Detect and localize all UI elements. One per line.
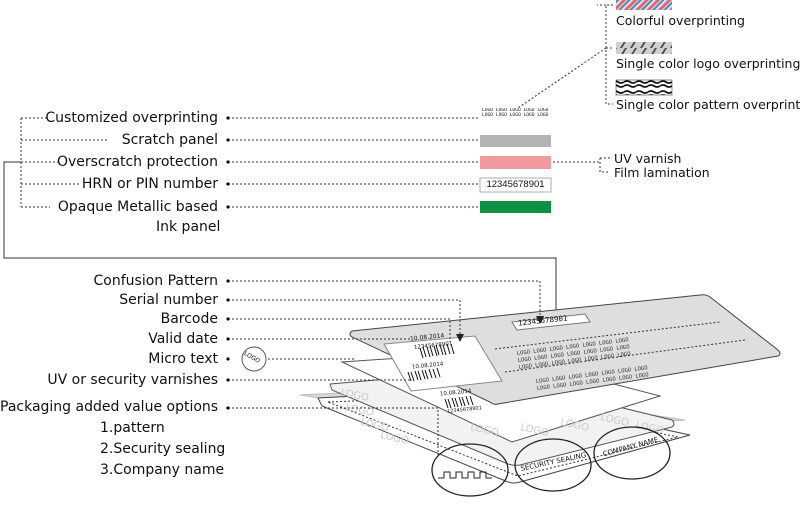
label-ink-panel: Ink panel: [156, 219, 221, 235]
barcode-top: [419, 343, 455, 359]
label-single-pattern-overprinting: Single color pattern overprinting: [616, 97, 800, 112]
label-valid-date: Valid date: [148, 331, 218, 347]
label-option-security-sealing: 2.Security sealing: [100, 441, 226, 457]
label-hrn-pin: HRN or PIN number: [81, 176, 218, 192]
label-uv-varnish: UV varnish: [614, 151, 682, 166]
label-option-pattern: 1.pattern: [100, 420, 165, 436]
overprint-sample-text: LOGO LOGO LOGO LOGO LOGO LOGO LOGO LOGO …: [482, 108, 554, 118]
label-packaging-options: Packaging added value options: [0, 399, 219, 415]
label-serial-number: Serial number: [119, 292, 218, 308]
security-sealing-circle: [514, 438, 592, 492]
label-single-logo-overprinting: Single color logo overprinting: [616, 56, 800, 71]
top-card-scratch-panel: [383, 335, 503, 392]
label-overscratch-protection: Overscratch protection: [56, 154, 218, 170]
logo-overprint-swatch: [616, 42, 672, 54]
label-uv-security: UV or security varnishes: [47, 372, 218, 388]
confusion-pattern: LOGO LOGO LOGO LOGO LOGO LOGO LOGO LOGO …: [517, 337, 649, 392]
label-option-company-name: 3.Company name: [100, 462, 225, 478]
pin-sample-box: [479, 177, 552, 193]
colorful-overprint-swatch: [616, 0, 672, 10]
label-film-lamination: Film lamination: [614, 165, 710, 180]
barcode-low: [444, 395, 474, 409]
micro-logo-circle: [241, 346, 267, 372]
label-micro-text: Micro text: [148, 351, 218, 367]
label-customized-overprinting: Customized overprinting: [45, 110, 218, 126]
overprint-sample-row-1: LOGO LOGO LOGO LOGO LOGO: [482, 108, 549, 113]
pattern-overprint-swatch: [615, 79, 673, 96]
serial-plate: [511, 313, 591, 331]
metallic-panel-sample: [480, 201, 551, 213]
label-confusion-pattern: Confusion Pattern: [93, 273, 218, 289]
pin-sample-text: 12345678901: [486, 179, 545, 190]
label-scratch-panel: Scratch panel: [121, 132, 218, 148]
overprint-sample-row-2: LOGO LOGO LOGO LOGO LOGO: [482, 113, 549, 118]
scratch-panel-sample: [480, 135, 551, 147]
barcode-mid: [407, 367, 441, 382]
label-barcode: Barcode: [160, 311, 218, 327]
label-opaque-metallic: Opaque Metallic based: [57, 199, 218, 215]
company-name-circle: [593, 426, 671, 480]
label-colorful-overprinting: Colorful overprinting: [616, 13, 745, 28]
overscratch-panel-sample: [480, 156, 551, 169]
pattern-circle: [431, 443, 509, 497]
